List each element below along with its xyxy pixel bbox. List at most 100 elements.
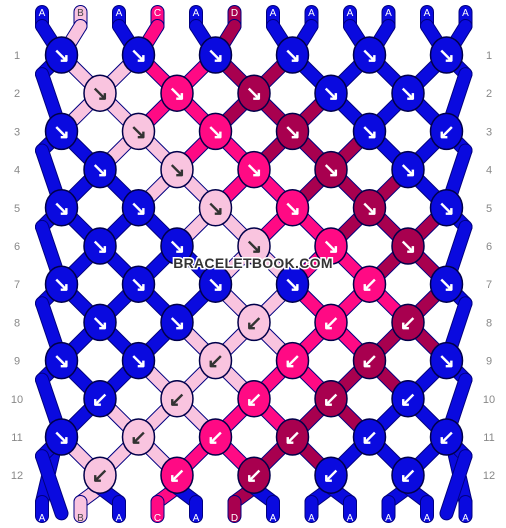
knot-arrow-icon: ↙ — [400, 312, 417, 334]
knot[interactable] — [237, 227, 271, 265]
knot[interactable] — [391, 227, 425, 265]
knot-arrow-icon: ↘ — [130, 274, 147, 296]
knot[interactable] — [237, 150, 271, 189]
knot-arrow-icon: ↘ — [284, 274, 301, 296]
knot[interactable] — [237, 74, 271, 112]
thread-label-bottom: A — [116, 513, 123, 524]
knot-arrow-icon: ↘ — [438, 274, 455, 296]
knot[interactable] — [237, 303, 271, 342]
knot[interactable] — [314, 303, 348, 342]
knot[interactable] — [391, 74, 425, 112]
knot-arrow-icon: ↘ — [323, 83, 340, 105]
knot[interactable] — [275, 36, 310, 74]
watermark-text: BRACELETBOOK.COM — [173, 255, 333, 271]
knot[interactable] — [160, 227, 194, 265]
knot-arrow-icon: ↘ — [169, 236, 186, 258]
thread-label-top: A — [308, 8, 315, 19]
knot[interactable] — [121, 341, 156, 380]
knot[interactable] — [44, 189, 79, 227]
knot[interactable] — [275, 112, 310, 151]
knot[interactable] — [121, 112, 156, 151]
knot[interactable] — [391, 150, 425, 189]
knot[interactable] — [429, 36, 464, 74]
knot-arrow-icon: ↘ — [438, 198, 455, 220]
knot[interactable] — [237, 380, 271, 418]
knot-arrow-icon: ↙ — [92, 389, 109, 411]
knot[interactable] — [352, 112, 387, 151]
knot[interactable] — [275, 341, 310, 380]
knot[interactable] — [44, 341, 79, 380]
knot[interactable] — [391, 456, 425, 494]
knot[interactable] — [83, 380, 117, 418]
knot[interactable] — [44, 265, 79, 303]
knot[interactable] — [198, 341, 233, 380]
knot[interactable] — [160, 456, 194, 494]
knot-arrow-icon: ↘ — [130, 121, 147, 143]
knot-arrow-icon: ↘ — [92, 312, 109, 334]
knot-arrow-icon: ↙ — [130, 427, 147, 449]
knot[interactable] — [198, 189, 233, 227]
knot[interactable] — [429, 265, 464, 303]
knot[interactable] — [314, 74, 348, 112]
thread-label-top: B — [77, 8, 84, 19]
thread-label-bottom: D — [231, 513, 238, 524]
knot-arrow-icon: ↙ — [323, 312, 340, 334]
knot[interactable] — [352, 36, 387, 74]
knot-arrow-icon: ↘ — [53, 274, 70, 296]
knot[interactable] — [352, 265, 387, 303]
knot[interactable] — [352, 341, 387, 380]
knot[interactable] — [160, 380, 194, 418]
knot[interactable] — [160, 150, 194, 189]
knot[interactable] — [83, 303, 117, 342]
knot[interactable] — [198, 265, 233, 303]
knot-arrow-icon: ↘ — [400, 83, 417, 105]
knot[interactable] — [352, 189, 387, 227]
knot[interactable] — [198, 418, 233, 456]
knot[interactable] — [314, 227, 348, 265]
knot[interactable] — [314, 150, 348, 189]
thread-label-bottom: B — [77, 513, 84, 524]
knot-arrow-icon: ↙ — [169, 465, 186, 487]
knot[interactable] — [429, 418, 464, 456]
knot[interactable] — [121, 189, 156, 227]
knot[interactable] — [83, 74, 117, 112]
knot-arrow-icon: ↘ — [92, 236, 109, 258]
knot[interactable] — [83, 150, 117, 189]
knot-arrow-icon: ↘ — [92, 83, 109, 105]
knot[interactable] — [314, 456, 348, 494]
knot-arrow-icon: ↙ — [246, 312, 263, 334]
row-number-left: 4 — [14, 165, 20, 177]
thread-label-bottom: A — [462, 513, 469, 524]
knot-layer: ↘↘↘↘↘↘↘↘↘↘↘↘↘↘↘↘↙↘↘↘↘↘↘↘↘↘↘↘↘↘↘↘↘↘↘↘↘↙↘↘… — [44, 36, 464, 494]
knot[interactable] — [314, 380, 348, 418]
knot[interactable] — [160, 303, 194, 342]
knot[interactable] — [391, 303, 425, 342]
knot[interactable] — [352, 418, 387, 456]
knot[interactable] — [198, 112, 233, 151]
knot[interactable] — [275, 189, 310, 227]
knot[interactable] — [198, 36, 233, 74]
knot-arrow-icon: ↘ — [130, 45, 147, 67]
knot[interactable] — [275, 265, 310, 303]
knot[interactable] — [44, 418, 79, 456]
knot-arrow-icon: ↙ — [438, 427, 455, 449]
row-number-left: 10 — [11, 394, 23, 406]
knot[interactable] — [121, 36, 156, 74]
knot[interactable] — [429, 341, 464, 380]
row-number-left: 1 — [14, 50, 20, 62]
knot[interactable] — [44, 112, 79, 151]
knot[interactable] — [237, 456, 271, 494]
knot-arrow-icon: ↙ — [323, 465, 340, 487]
knot[interactable] — [429, 112, 464, 151]
knot[interactable] — [160, 74, 194, 112]
knot-arrow-icon: ↘ — [361, 45, 378, 67]
knot[interactable] — [44, 36, 79, 74]
knot[interactable] — [83, 456, 117, 494]
knot[interactable] — [275, 418, 310, 456]
knot[interactable] — [83, 227, 117, 265]
knot[interactable] — [391, 380, 425, 418]
thread-label-top: A — [347, 8, 354, 19]
knot[interactable] — [429, 189, 464, 227]
knot[interactable] — [121, 418, 156, 456]
knot[interactable] — [121, 265, 156, 303]
